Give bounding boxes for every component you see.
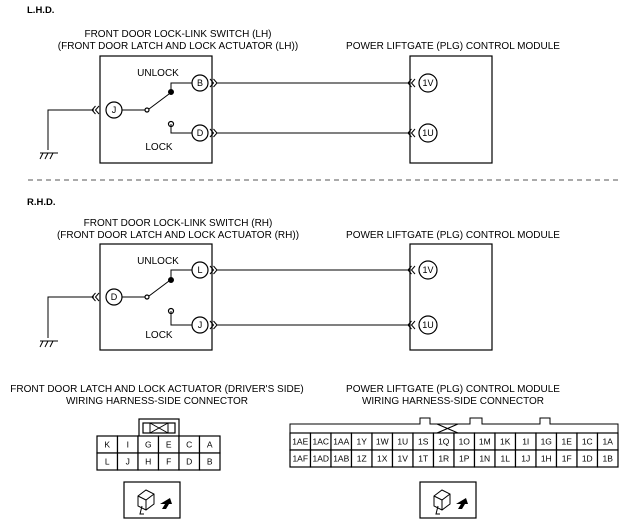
connector-right-pin-label: 1AA (333, 437, 349, 447)
connector-view-icon (433, 489, 468, 515)
connector-left-pin-label: F (166, 457, 171, 467)
connector-left-pin-label: B (207, 457, 213, 467)
rhd-module-title: POWER LIFTGATE (PLG) CONTROL MODULE (346, 230, 560, 241)
connector-right-cells: 1AE 1AC 1AA 1Y 1W 1U 1S 1Q 1O 1M 1K 1I 1G 1E 1C 1A 1AF 1A… (289, 432, 619, 468)
connector-right-pin-label: 1AE (292, 437, 308, 447)
connector-right-pin-label: 1P (459, 454, 470, 464)
connector-right-pin-label: 1E (562, 437, 573, 447)
rhd-unlock-label: UNLOCK (137, 256, 179, 267)
connector-right-cell-box (596, 449, 619, 468)
lhd-unlock-label: UNLOCK (137, 68, 179, 79)
lhd-unlock-pin: B (197, 78, 203, 88)
connector-right-pin-label: 1U (397, 437, 408, 447)
connector-right-pin-label: 1N (479, 454, 490, 464)
rhd-switch-title-1: FRONT DOOR LOCK-LINK SWITCH (RH) (84, 218, 273, 229)
connector-right-title-2: WIRING HARNESS-SIDE CONNECTOR (362, 396, 544, 407)
lhd-module-title: POWER LIFTGATE (PLG) CONTROL MODULE (346, 41, 560, 52)
rhd-switch-contact (148, 280, 170, 297)
lhd-section: L.H.D. FRONT DOOR LOCK-LINK SWITCH (LH) … (27, 5, 560, 164)
connector-right-pin-label: 1H (541, 454, 552, 464)
rhd-header: R.H.D. (27, 197, 56, 208)
rhd-lock-pin: J (198, 320, 203, 330)
connector-left-pin-label: I (127, 440, 129, 450)
rhd-ground-icon (39, 340, 58, 348)
rhd-ground-wire (47, 296, 94, 338)
lhd-lock-label: LOCK (145, 142, 173, 153)
connector-left-pin-label: L (105, 457, 110, 467)
lhd-module-pin-bottom: 1U (422, 128, 434, 138)
lhd-ground-wire (47, 109, 94, 150)
connector-right-pin-label: 1AC (312, 437, 329, 447)
connector-right-pin-label: 1AD (312, 454, 329, 464)
lhd-switch-title-2: (FRONT DOOR LATCH AND LOCK ACTUATOR (LH)… (58, 41, 298, 52)
lhd-switch-contact (148, 93, 170, 110)
connector-right-pin-label: 1I (522, 437, 529, 447)
lhd-ground-pin: J (112, 105, 117, 115)
connector-right-pin-label: 1L (501, 454, 511, 464)
connector-right-pin-label: 1S (418, 437, 429, 447)
connector-left-pin-label: C (186, 440, 192, 450)
connector-right-pin-label: 1Y (357, 437, 368, 447)
connector-left-pin-label: J (126, 457, 130, 467)
rhd-switch-title-2: (FRONT DOOR LATCH AND LOCK ACTUATOR (RH)… (57, 230, 299, 241)
rhd-section: R.H.D. FRONT DOOR LOCK-LINK SWITCH (RH) … (27, 197, 560, 351)
connector-left: FRONT DOOR LATCH AND LOCK ACTUATOR (DRIV… (10, 384, 304, 519)
connector-right-pin-label: 1X (377, 454, 388, 464)
connector-left-pin-label: E (166, 440, 172, 450)
connector-right-pin-label: 1B (603, 454, 614, 464)
connector-right-pin-label: 1Q (438, 437, 450, 447)
connector-left-pin-label: G (145, 440, 152, 450)
lhd-module-box (409, 55, 493, 164)
connector-right-pin-label: 1G (541, 437, 552, 447)
connector-right-pin-label: 1R (438, 454, 449, 464)
lhd-module-pin-top: 1V (422, 78, 433, 88)
connector-right-pin-label: 1V (398, 454, 409, 464)
connector-left-cells: K I G E C A L J H F D B (96, 435, 221, 471)
connector-right-pin-label: 1AF (292, 454, 308, 464)
rhd-module-pin-bottom: 1U (422, 320, 434, 330)
rhd-ground-pin: D (111, 292, 118, 302)
lhd-switch-title-1: FRONT DOOR LOCK-LINK SWITCH (LH) (84, 29, 271, 40)
connector-right-pin-label: 1O (459, 437, 471, 447)
connector-right-pin-label: 1C (582, 437, 593, 447)
connector-left-title-1: FRONT DOOR LATCH AND LOCK ACTUATOR (DRIV… (10, 384, 303, 395)
rhd-module-pin-top: 1V (422, 265, 433, 275)
connector-left-cell-box (198, 452, 221, 471)
lhd-ground-icon (39, 152, 58, 160)
connector-right-title-1: POWER LIFTGATE (PLG) CONTROL MODULE (346, 384, 560, 395)
rhd-module-box (409, 243, 493, 351)
connector-left-pin-label: K (104, 440, 110, 450)
connector-left-pin-label: H (145, 457, 151, 467)
connector-right-pin-label: 1AB (333, 454, 349, 464)
connector-right-pin-label: 1A (603, 437, 614, 447)
lhd-lock-pin: D (197, 128, 204, 138)
connector-right-pin-label: 1F (562, 454, 572, 464)
rhd-lock-label: LOCK (145, 330, 173, 341)
connector-right-pin-label: 1J (521, 454, 530, 464)
connector-right-pin-label: 1Z (357, 454, 367, 464)
rhd-unlock-pin: L (197, 265, 202, 275)
connector-left-pin-label: D (186, 457, 192, 467)
connector-right-pin-label: 1M (479, 437, 491, 447)
connector-left-title-2: WIRING HARNESS-SIDE CONNECTOR (66, 396, 248, 407)
connector-view-icon (137, 489, 172, 515)
connector-right-pin-label: 1K (500, 437, 511, 447)
connector-left-pin-label: A (207, 440, 213, 450)
connector-right-pin-label: 1T (418, 454, 428, 464)
connector-right: POWER LIFTGATE (PLG) CONTROL MODULE WIRI… (289, 384, 619, 519)
connector-right-pin-label: 1D (582, 454, 593, 464)
connector-right-pin-label: 1W (376, 437, 389, 447)
lhd-header: L.H.D. (27, 5, 54, 16)
